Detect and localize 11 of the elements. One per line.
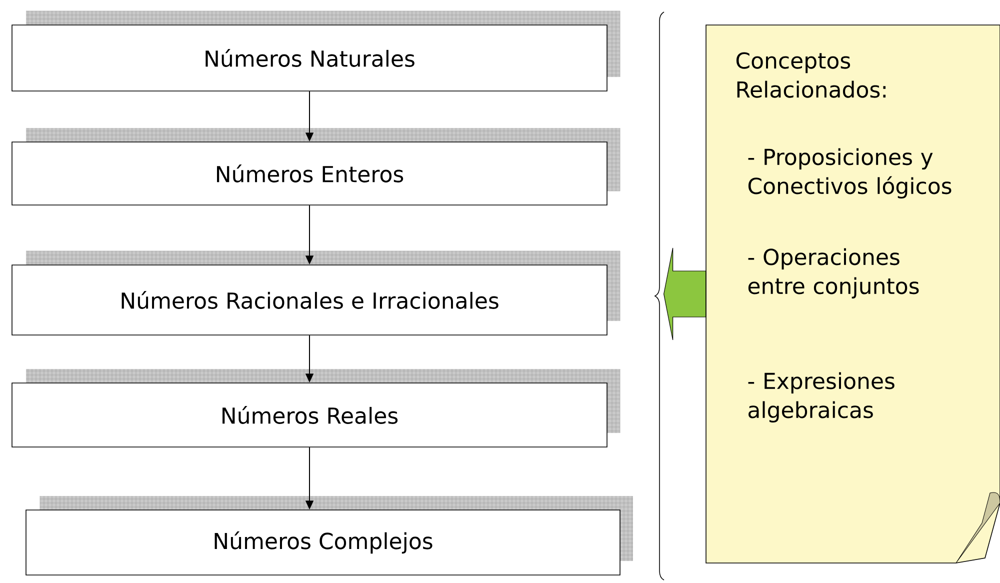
arrow <box>664 248 706 340</box>
process-box: Números Racionales e Irracionales <box>12 264 608 336</box>
note-text: Conceptos Relacionados: <box>736 52 886 98</box>
process-box: Números Naturales <box>12 24 608 92</box>
note-text: - Expresiones algebraicas <box>748 372 894 422</box>
note-text: - Proposiciones y Conectivos lógicos <box>748 148 952 198</box>
process-box: Números Reales <box>12 382 608 448</box>
note-box <box>706 24 1000 564</box>
process-box: Números Enteros <box>12 142 608 206</box>
note-text: - Operaciones entre conjuntos <box>748 248 919 298</box>
process-box: Números Complejos <box>26 510 620 576</box>
